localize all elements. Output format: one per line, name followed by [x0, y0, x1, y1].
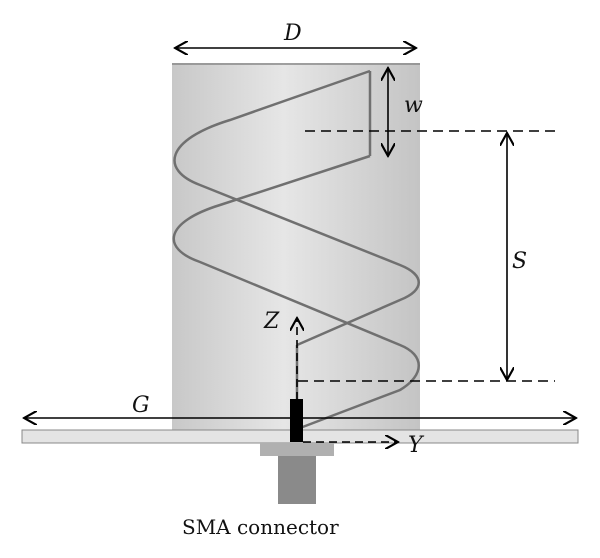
label-G: G: [132, 393, 150, 418]
caption-sma-connector: SMA connector: [182, 515, 339, 539]
label-D: D: [283, 21, 302, 46]
helix: [172, 69, 420, 430]
sma-body: [278, 456, 316, 504]
helix-strand-upper: [173, 69, 420, 347]
helix-strand-lower: [172, 154, 420, 430]
feed-pin: [290, 399, 303, 442]
label-w: w: [404, 93, 423, 118]
label-S: S: [512, 249, 527, 274]
sma-flange: [260, 443, 334, 456]
label-Z: Z: [263, 309, 280, 334]
label-Y: Y: [408, 433, 425, 458]
